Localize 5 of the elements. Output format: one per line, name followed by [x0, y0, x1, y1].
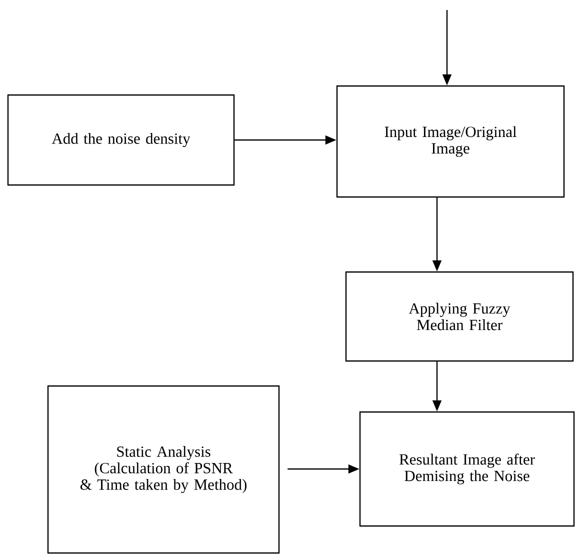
- process-box: Add the noise density: [7, 94, 235, 186]
- process-box: Input Image/Original Image: [336, 85, 565, 198]
- process-box: Static Analysis (Calculation of PSNR & Time taken by Method): [47, 385, 280, 554]
- process-box: Applying Fuzzy Median Filter: [345, 271, 574, 362]
- process-box: Resultant Image after Demising the Noise: [359, 411, 575, 527]
